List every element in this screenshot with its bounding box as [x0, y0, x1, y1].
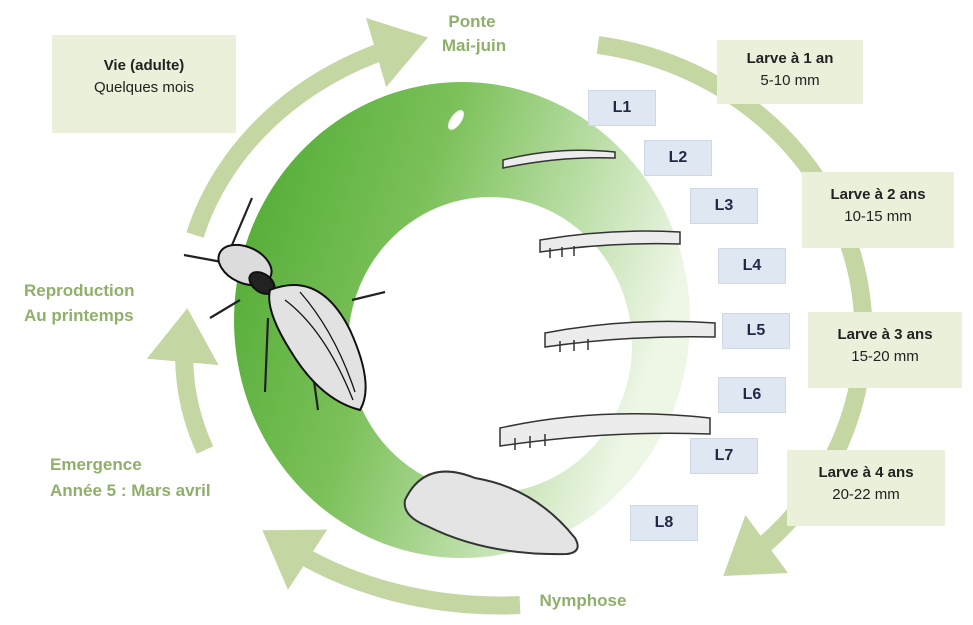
- stage-tag-l8: L8: [630, 505, 698, 541]
- phase-ponte-label: Ponte Mai-juin: [442, 12, 506, 55]
- larva-year-title: Larve à 4 ans: [787, 462, 945, 484]
- svg-text:Année 5 : Mars avril: Année 5 : Mars avril: [50, 481, 211, 500]
- stage-tag-l3: L3: [690, 188, 758, 224]
- larva-year-box: Larve à 1 an 5-10 mm: [717, 40, 863, 104]
- svg-text:Ponte: Ponte: [448, 12, 495, 31]
- svg-text:Reproduction: Reproduction: [24, 281, 135, 300]
- phase-nymphose-label: Nymphose: [540, 591, 627, 610]
- larva-year-title: Larve à 3 ans: [808, 324, 962, 346]
- larva-year-size: 10-15 mm: [802, 206, 954, 228]
- stage-tag-l2: L2: [644, 140, 712, 176]
- larva-year-title: Larve à 1 an: [717, 48, 863, 70]
- svg-text:Au printemps: Au printemps: [24, 306, 134, 325]
- adult-title: Vie (adulte): [52, 55, 236, 77]
- stage-tag-l6: L6: [718, 377, 786, 413]
- stage-tag-l1: L1: [588, 90, 656, 126]
- larva-year-size: 5-10 mm: [717, 70, 863, 92]
- stage-tag-l4: L4: [718, 248, 786, 284]
- phase-emergence-label: Emergence Année 5 : Mars avril: [50, 455, 211, 500]
- larva-year-size: 15-20 mm: [808, 346, 962, 368]
- stage-tag-l7: L7: [690, 438, 758, 474]
- phase-reproduction-label: Reproduction Au printemps: [24, 281, 135, 325]
- adult-info-box: Vie (adulte) Quelques mois: [52, 35, 236, 133]
- stage-tag-l5: L5: [722, 313, 790, 349]
- svg-text:Mai-juin: Mai-juin: [442, 36, 506, 55]
- larva-year-box: Larve à 4 ans 20-22 mm: [787, 450, 945, 526]
- larva-year-size: 20-22 mm: [787, 484, 945, 506]
- adult-duration: Quelques mois: [52, 77, 236, 99]
- svg-text:Emergence: Emergence: [50, 455, 142, 474]
- larva-year-box: Larve à 3 ans 15-20 mm: [808, 312, 962, 388]
- arrow-emergence-to-reproduction: [184, 335, 205, 450]
- larva-year-title: Larve à 2 ans: [802, 184, 954, 206]
- larva-year-box: Larve à 2 ans 10-15 mm: [802, 172, 954, 248]
